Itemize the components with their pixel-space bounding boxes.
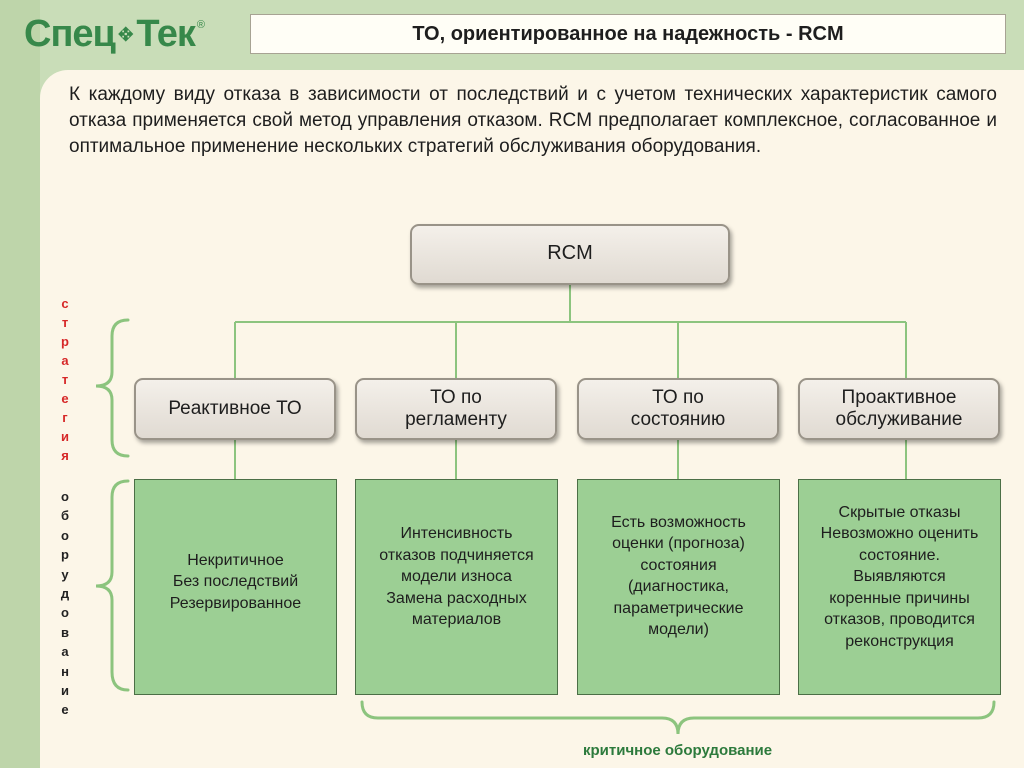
- vertical-letter: я: [61, 448, 69, 463]
- vertical-letter: о: [61, 605, 69, 621]
- vertical-letter: т: [61, 372, 69, 387]
- critical-equipment-label: критичное оборудование: [583, 742, 773, 759]
- description-condition: Есть возможность оценки (прогноза) состо…: [577, 479, 780, 695]
- vertical-letter: в: [61, 624, 69, 640]
- vertical-letter: о: [61, 489, 69, 504]
- logo-right-text: Тек: [136, 12, 195, 55]
- vertical-letter: т: [61, 315, 69, 330]
- vertical-letter: и: [61, 683, 69, 699]
- description-scheduled-text: Интенсивность отказов подчиняется модели…: [379, 525, 534, 629]
- description-scheduled: Интенсивность отказов подчиняется модели…: [355, 479, 558, 695]
- vertical-letter: е: [61, 702, 69, 718]
- rcm-node: RCM: [410, 224, 730, 285]
- vertical-letter: с: [61, 296, 69, 311]
- intro-paragraph: К каждому виду отказа в зависимости от п…: [69, 84, 997, 157]
- description-condition-text: Есть возможность оценки (прогноза) состо…: [611, 513, 746, 639]
- vertical-letter: н: [61, 663, 69, 679]
- logo: Спец Тек ®: [24, 6, 205, 62]
- vertical-letter: р: [61, 334, 69, 349]
- description-reactive: Некритичное Без последствий Резервирован…: [134, 479, 337, 695]
- vertical-letter: а: [61, 353, 69, 368]
- strategy-scheduled: ТО по регламенту: [355, 378, 557, 440]
- description-proactive-text: Скрытые отказы Невозможно оценить состоя…: [820, 503, 979, 650]
- logo-arrows-icon: [118, 26, 134, 42]
- vertical-letter: у: [61, 566, 69, 582]
- vertical-letter: д: [60, 586, 70, 602]
- strategy-condition: ТО по состоянию: [577, 378, 779, 440]
- description-proactive: Скрытые отказы Невозможно оценить состоя…: [798, 479, 1001, 695]
- slide-title: ТО, ориентированное на надежность - RCM: [250, 14, 1006, 54]
- strategy-proactive: Проактивное обслуживание: [798, 378, 1000, 440]
- vertical-letter: и: [61, 429, 69, 444]
- vertical-letter: о: [61, 527, 69, 543]
- registered-mark: ®: [196, 19, 205, 31]
- vertical-letter: а: [61, 644, 69, 660]
- left-stripe: [0, 0, 40, 768]
- vertical-letter: б: [60, 508, 70, 524]
- vertical-letter: г: [62, 410, 68, 425]
- strategy-reactive: Реактивное ТО: [134, 378, 336, 440]
- vertical-letter: е: [61, 391, 69, 406]
- description-reactive-text: Некритичное Без последствий Резервирован…: [169, 551, 302, 612]
- logo-left-text: Спец: [24, 12, 116, 55]
- vertical-letter: р: [61, 547, 69, 563]
